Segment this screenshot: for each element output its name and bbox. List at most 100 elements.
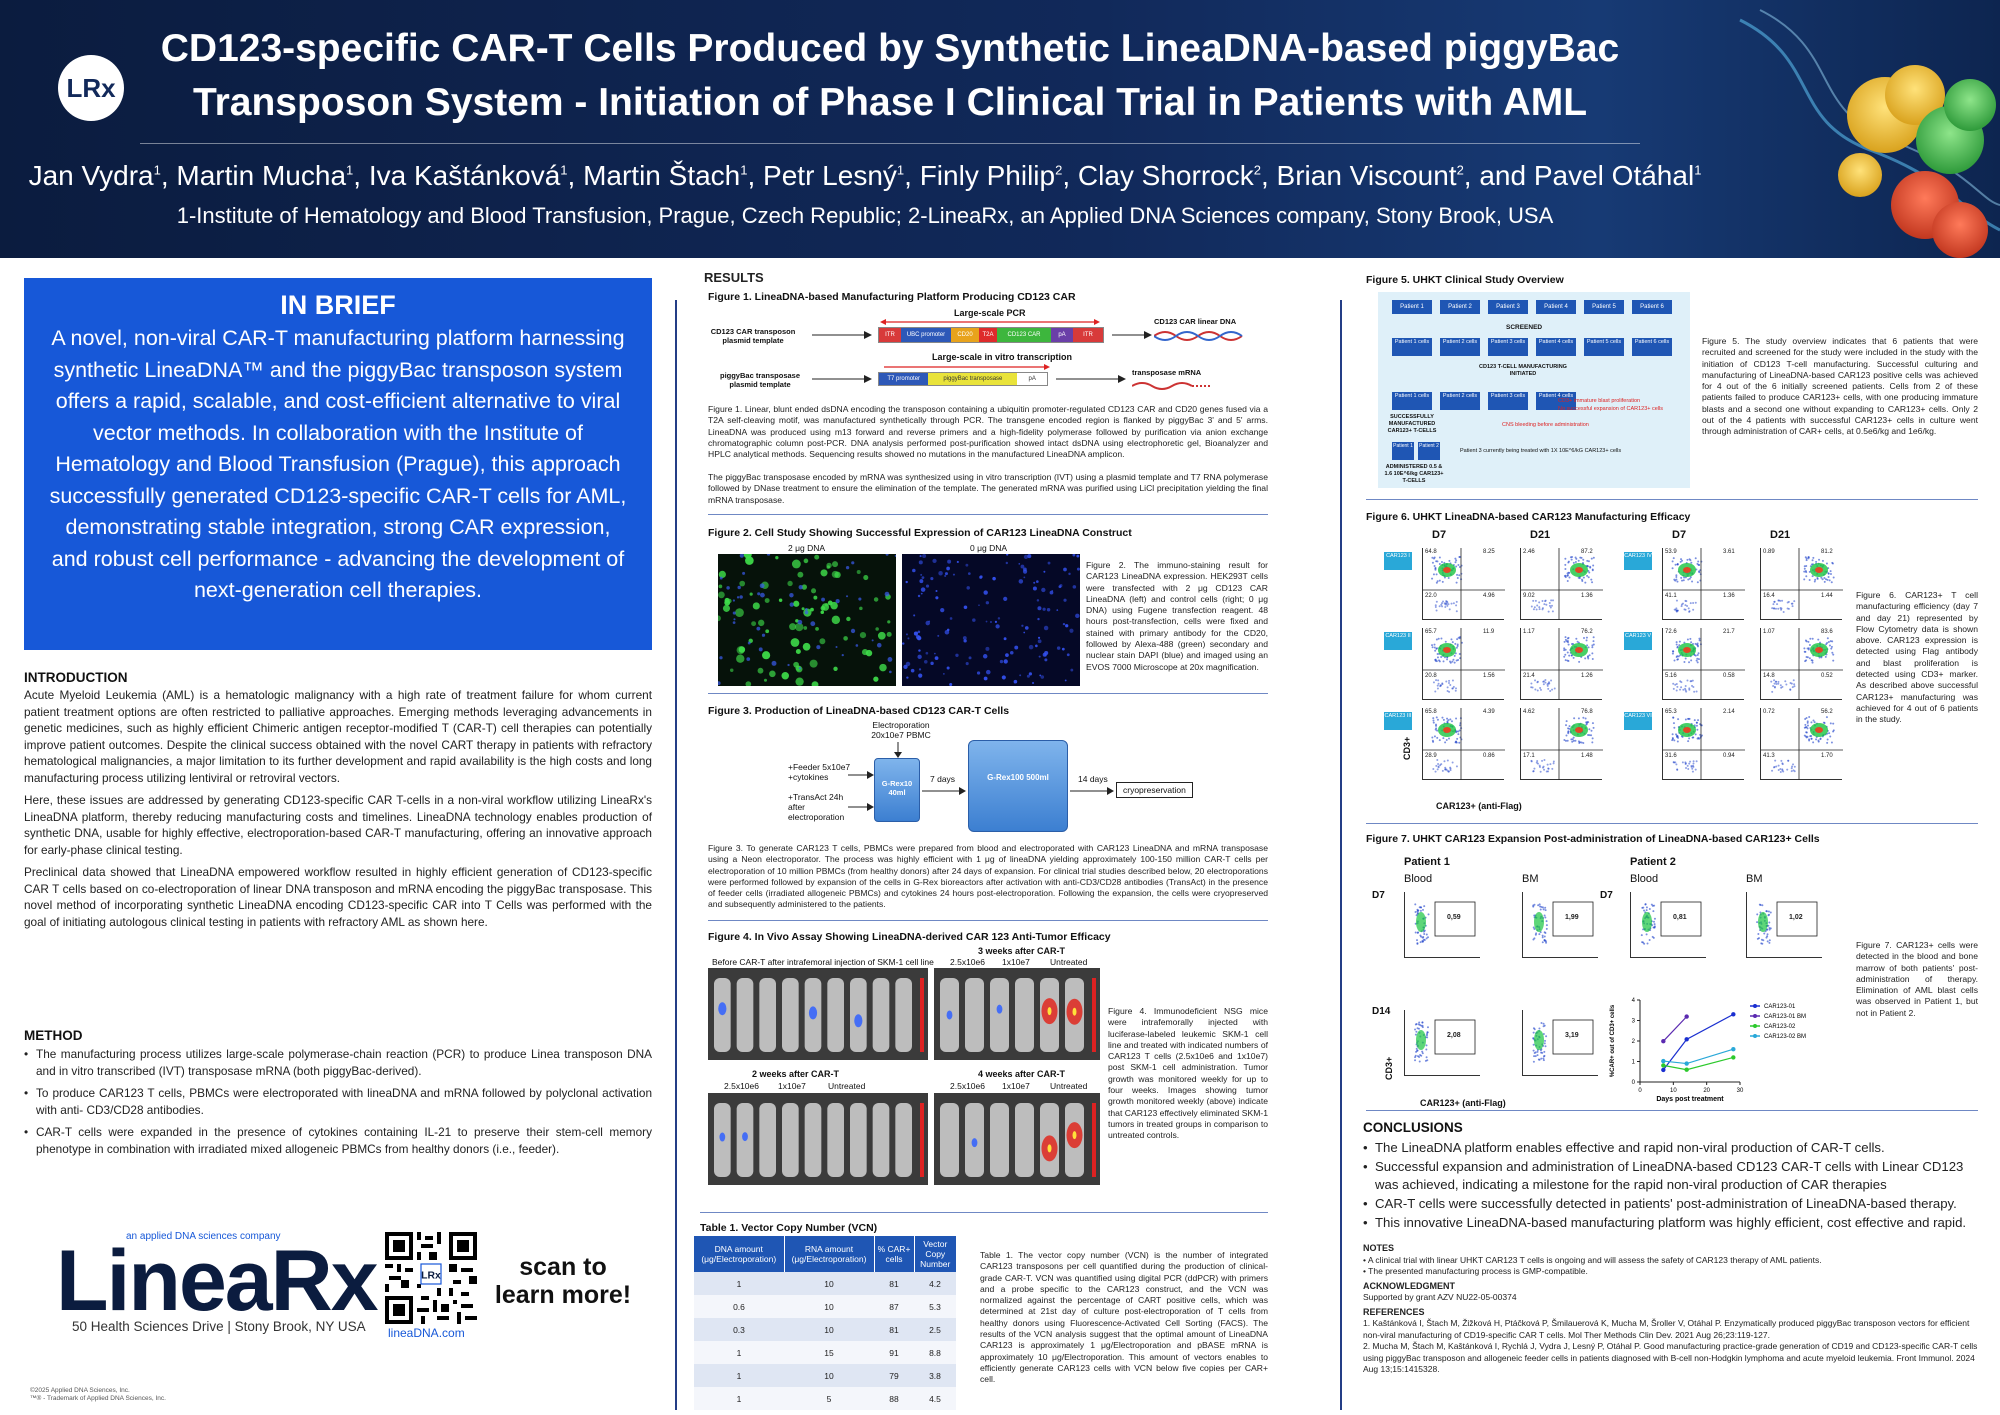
segment-itr: ITR [879, 328, 901, 342]
grex100-bioreactor: G-Rex100 500ml [968, 740, 1068, 832]
table-header: DNA amount (μg/Electroporation) [694, 1236, 785, 1272]
nucleus [789, 602, 794, 607]
event-dot [1768, 927, 1771, 930]
event-dot [1817, 638, 1820, 641]
nucleus [947, 559, 952, 564]
figure1-diagram: Large-scale PCR CD123 CAR transposon pla… [708, 305, 1268, 400]
event-dot [1808, 644, 1811, 647]
event-dot [1551, 610, 1554, 613]
event-dot [1443, 760, 1446, 763]
event-dot [1769, 911, 1772, 914]
event-dot [1786, 601, 1789, 604]
event-dot [1446, 690, 1449, 693]
event-dot [1672, 687, 1675, 690]
event-dot [1804, 650, 1807, 653]
nucleus [739, 554, 744, 558]
event-dot [1436, 684, 1439, 687]
event-dot [1682, 579, 1685, 582]
event-dot [1530, 682, 1533, 685]
event-dot [1436, 759, 1439, 762]
event-dot [1570, 558, 1573, 561]
event-dot [1436, 736, 1439, 739]
flow-density [1423, 628, 1505, 700]
conclusions-list: The LineaDNA platform enables effective … [1363, 1139, 1979, 1232]
event-dot [1807, 640, 1810, 643]
in-brief-heading: IN BRIEF [280, 290, 396, 320]
event-dot [1591, 569, 1594, 572]
nucleus [1043, 570, 1046, 573]
ivis-image-2weeks [708, 1093, 928, 1185]
table-cell: 5 [784, 1387, 874, 1410]
figure7-title: Figure 7. UHKT CAR123 Expansion Post-adm… [1366, 833, 1820, 845]
event-dot [1779, 606, 1782, 609]
event-dot [1785, 683, 1788, 686]
qr-url[interactable]: lineaDNA.com [388, 1326, 465, 1340]
event-dot [1673, 578, 1676, 581]
dose-label: Untreated [1050, 957, 1088, 967]
event-dot [1591, 658, 1594, 661]
patient-box: Patient 2 [1440, 300, 1480, 314]
screened-label: SCREENED [1506, 324, 1543, 331]
event-dot [1416, 1049, 1419, 1052]
data-point [1731, 1047, 1736, 1052]
event-dot [1811, 575, 1814, 578]
patient-box: Patient 2 [1418, 442, 1440, 460]
event-dot [1434, 568, 1437, 571]
quadrant-value: 3.61 [1723, 549, 1735, 555]
event-dot [1767, 910, 1770, 913]
event-dot [1812, 556, 1815, 559]
event-dot [1772, 766, 1775, 769]
event-dot [1532, 1043, 1535, 1046]
author-affiliation-mark: 1 [896, 162, 905, 178]
mouse [990, 978, 1009, 1052]
event-dot [1541, 599, 1544, 602]
linearx-logo[interactable]: LineaRx an applied DNA sciences company … [48, 1225, 379, 1335]
legend-label: CAR123-01 [1764, 1004, 1796, 1010]
event-dot [1455, 565, 1458, 568]
event-dot [1695, 724, 1698, 727]
event-dot [1684, 604, 1687, 607]
section-divider [1366, 823, 1978, 824]
gate-box [1660, 901, 1702, 937]
event-dot [1681, 579, 1684, 582]
event-dot [1831, 651, 1834, 654]
nucleus [787, 663, 790, 667]
nucleus [726, 586, 730, 590]
event-dot [1445, 738, 1448, 741]
event-dot [1539, 1049, 1542, 1052]
event-dot [1532, 1049, 1535, 1052]
event-dot [1565, 724, 1568, 727]
event-dot [1421, 936, 1424, 939]
author-affiliation-mark: 1 [1694, 162, 1702, 178]
event-dot [1567, 643, 1570, 646]
x-tick-label: 10 [1670, 1088, 1677, 1094]
event-dot [1673, 726, 1676, 729]
event-dot [1419, 941, 1422, 944]
patient-box: Patient 5 cells [1584, 338, 1624, 356]
figure1-title: Figure 1. LineaDNA-based Manufacturing P… [708, 291, 1076, 303]
event-dot [1438, 563, 1441, 566]
flow-plot: 0,81 [1630, 892, 1706, 958]
event-dot [1577, 717, 1580, 720]
note-blast-proliferation: CD3+ immature blast proliferation [1558, 398, 1641, 404]
nucleus [906, 676, 909, 679]
event-dot [1566, 739, 1569, 742]
event-dot [1584, 581, 1587, 584]
stained-cell [718, 615, 721, 622]
nucleus [758, 647, 763, 652]
event-dot [1416, 1055, 1419, 1058]
event-dot [1541, 759, 1544, 762]
event-dot [1588, 728, 1591, 731]
author-name: Brian Viscount2 [1276, 160, 1464, 191]
author-name: Jan Vydra1 [28, 160, 161, 191]
event-dot [1676, 658, 1679, 661]
event-dot [1564, 563, 1567, 566]
event-dot [1455, 740, 1458, 743]
event-dot [1455, 559, 1458, 562]
event-dot [1805, 717, 1808, 720]
event-dot [1426, 1031, 1429, 1034]
event-dot [1418, 1021, 1421, 1024]
event-dot [1532, 608, 1535, 611]
qr-code[interactable]: LRx [385, 1232, 477, 1324]
